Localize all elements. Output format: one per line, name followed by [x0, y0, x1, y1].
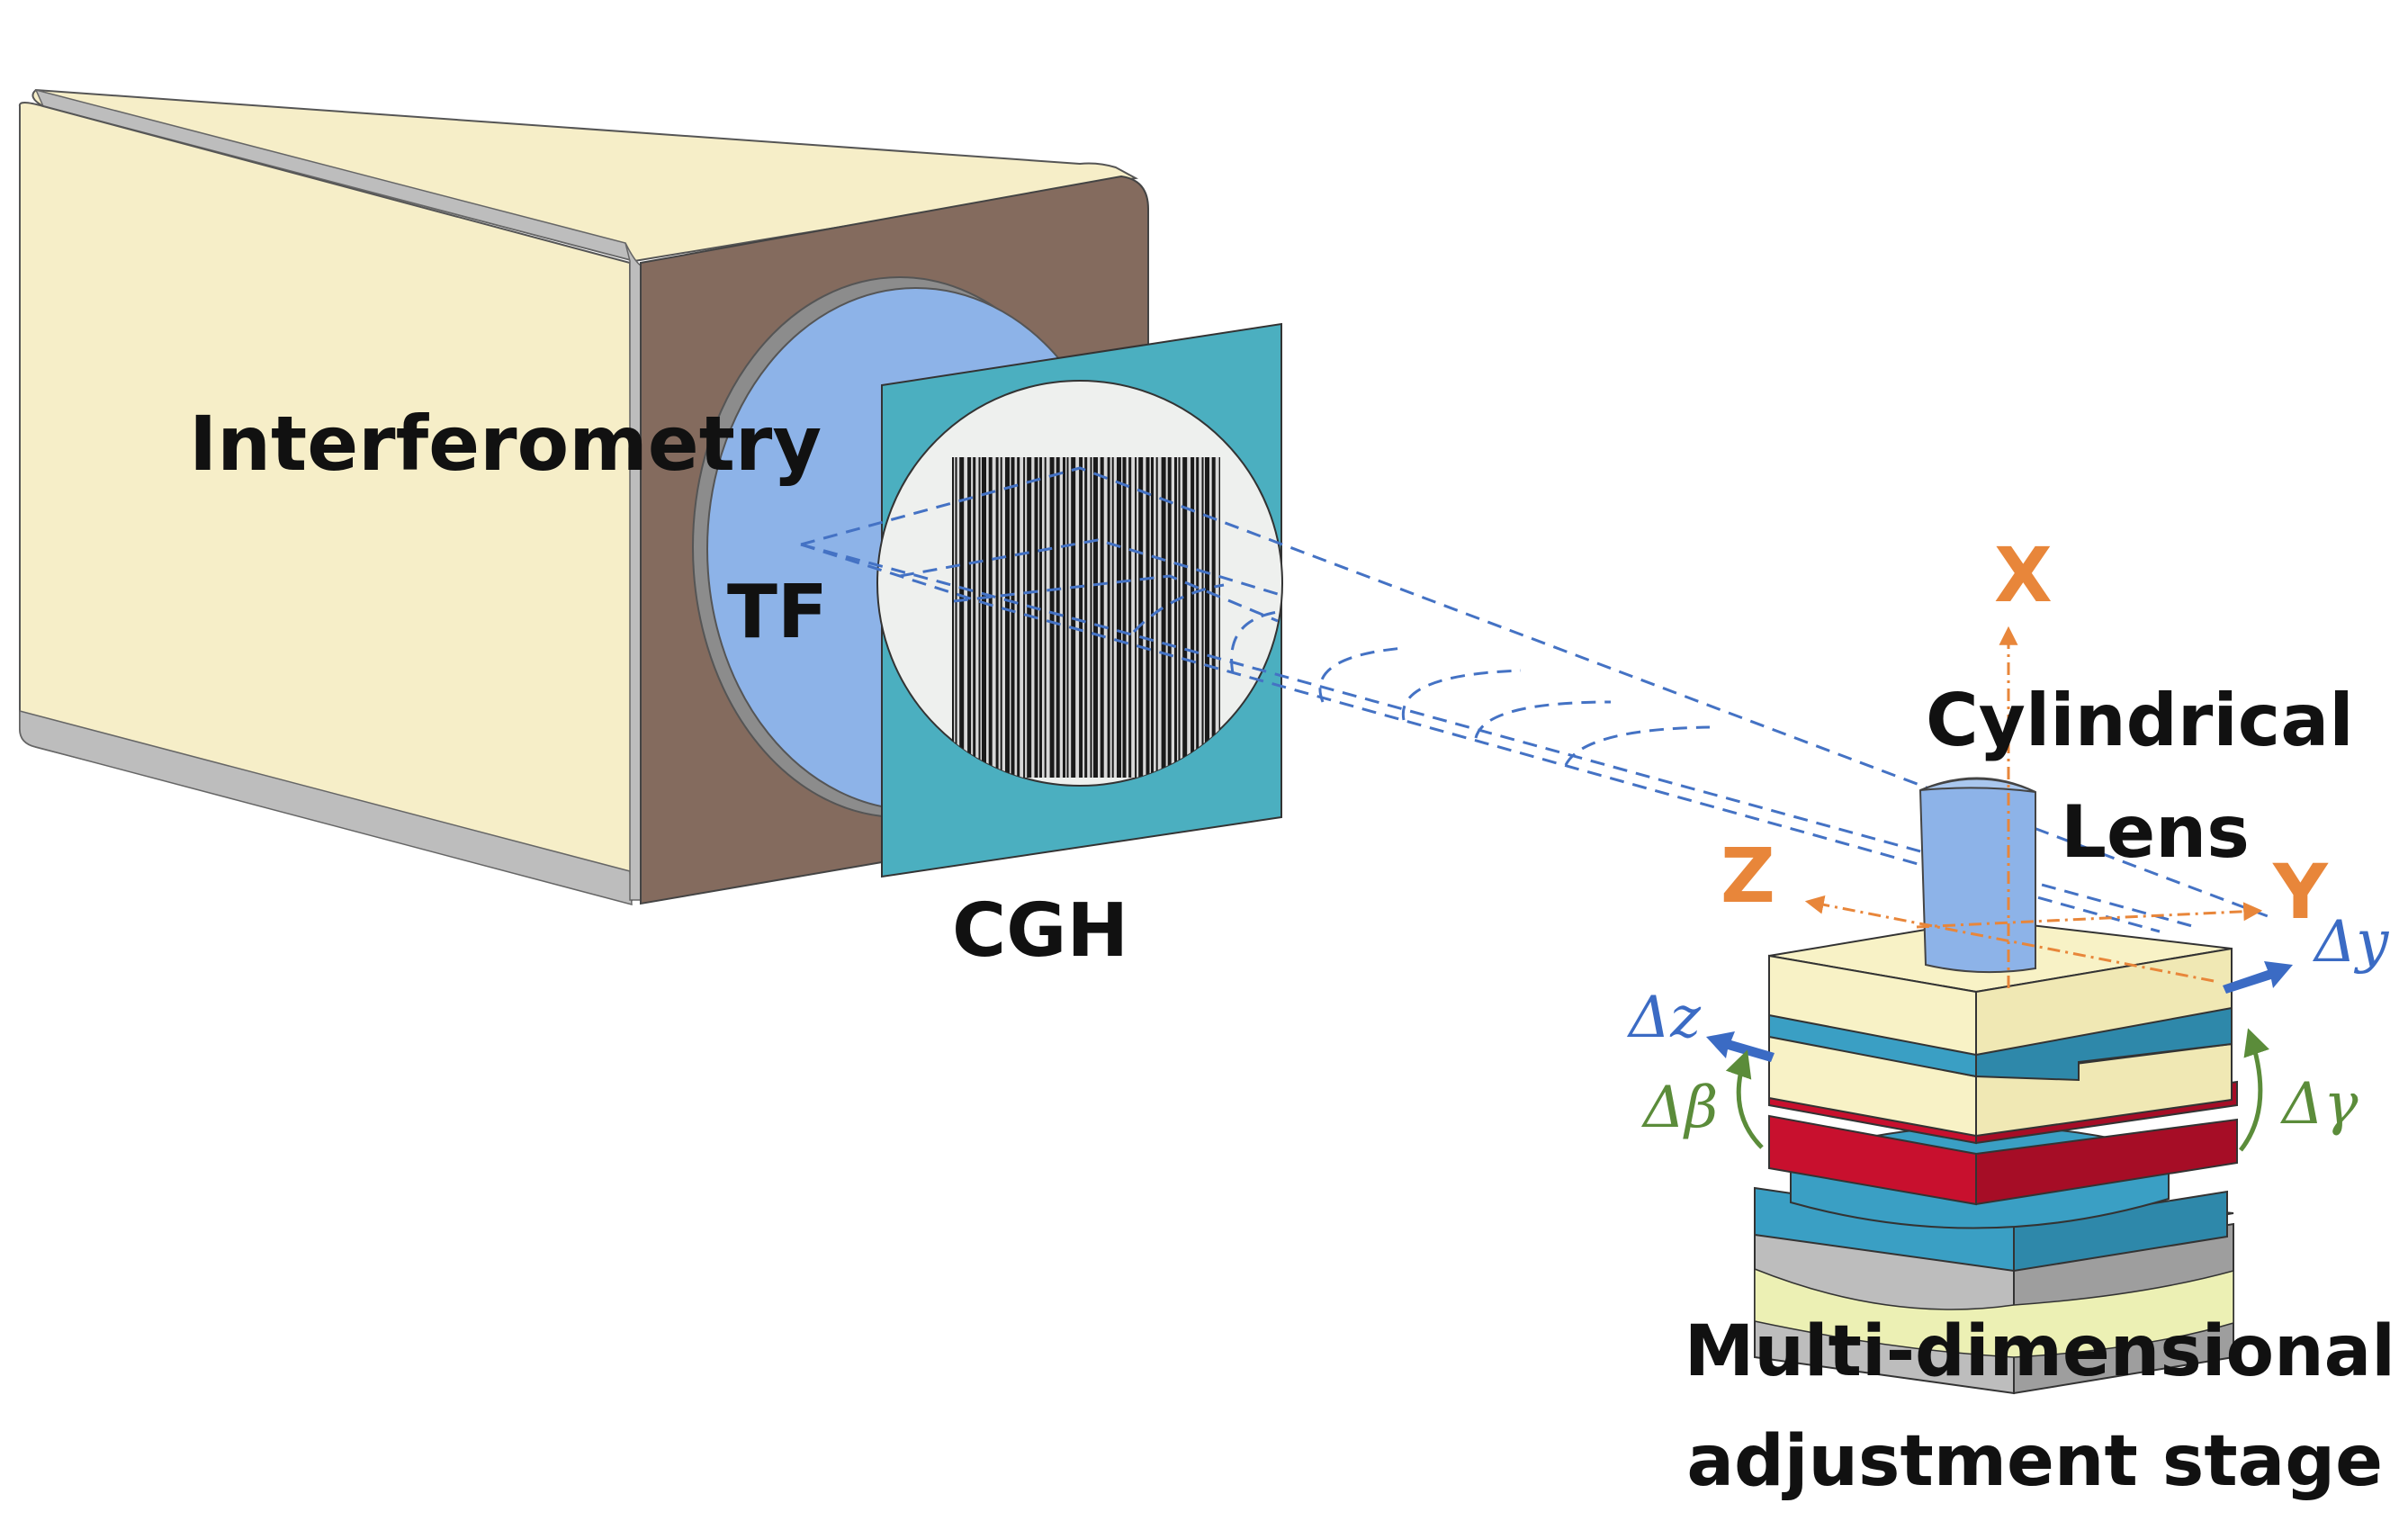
cylindrical-lens-label-line1: Cylindrical: [1926, 679, 2354, 762]
cgh-plate: [876, 322, 1283, 878]
stage-base-yellow-band: [1754, 1267, 2234, 1358]
cylindrical-lens: [1918, 777, 2036, 974]
beam-rays: [800, 466, 2269, 933]
coordinate-axes: [1804, 626, 2263, 988]
interferometer-top-face: [31, 88, 1139, 263]
x-axis-label: X: [1994, 531, 2053, 619]
z-axis-label: Z: [1721, 832, 1775, 920]
tf-label: TF: [727, 570, 828, 655]
interferometer-bottom-edge: [19, 710, 633, 905]
cgh-label: CGH: [952, 888, 1128, 974]
y-axis-label: Y: [2272, 848, 2329, 936]
stage-top-plate-side: [1975, 947, 2233, 1057]
delta-gamma-label: Δγ: [2279, 1071, 2359, 1138]
rotation-arrow-beta: [1725, 1049, 1764, 1149]
cgh-grating: [952, 457, 1220, 778]
interferometry-label: Interferometry: [189, 400, 822, 488]
adjustment-stage: [1754, 918, 2238, 1395]
translation-arrow-z: [1706, 1031, 1775, 1062]
cylindrical-lens-top: [1919, 778, 2036, 793]
delta-z-label: Δz: [1626, 985, 1702, 1051]
cylindrical-lens-body: [1918, 777, 2036, 974]
z-axis-line: [1804, 895, 2215, 983]
stage-red-plate-lower-side: [1975, 1118, 2238, 1206]
delta-y-label: Δy: [2312, 909, 2389, 976]
stage-label-line2: adjustment stage: [1686, 1421, 2383, 1502]
stage-label-line1: Multi-dimensional: [1685, 1311, 2395, 1392]
delta-beta-label: Δβ: [1640, 1075, 1718, 1141]
interferometer-corner-edge: [624, 242, 642, 901]
translation-arrow-y: [2223, 961, 2293, 994]
rotation-arrow-gamma: [2239, 1028, 2269, 1152]
cylindrical-lens-label-line2: Lens: [2061, 790, 2250, 874]
y-axis-line: [1916, 902, 2263, 929]
